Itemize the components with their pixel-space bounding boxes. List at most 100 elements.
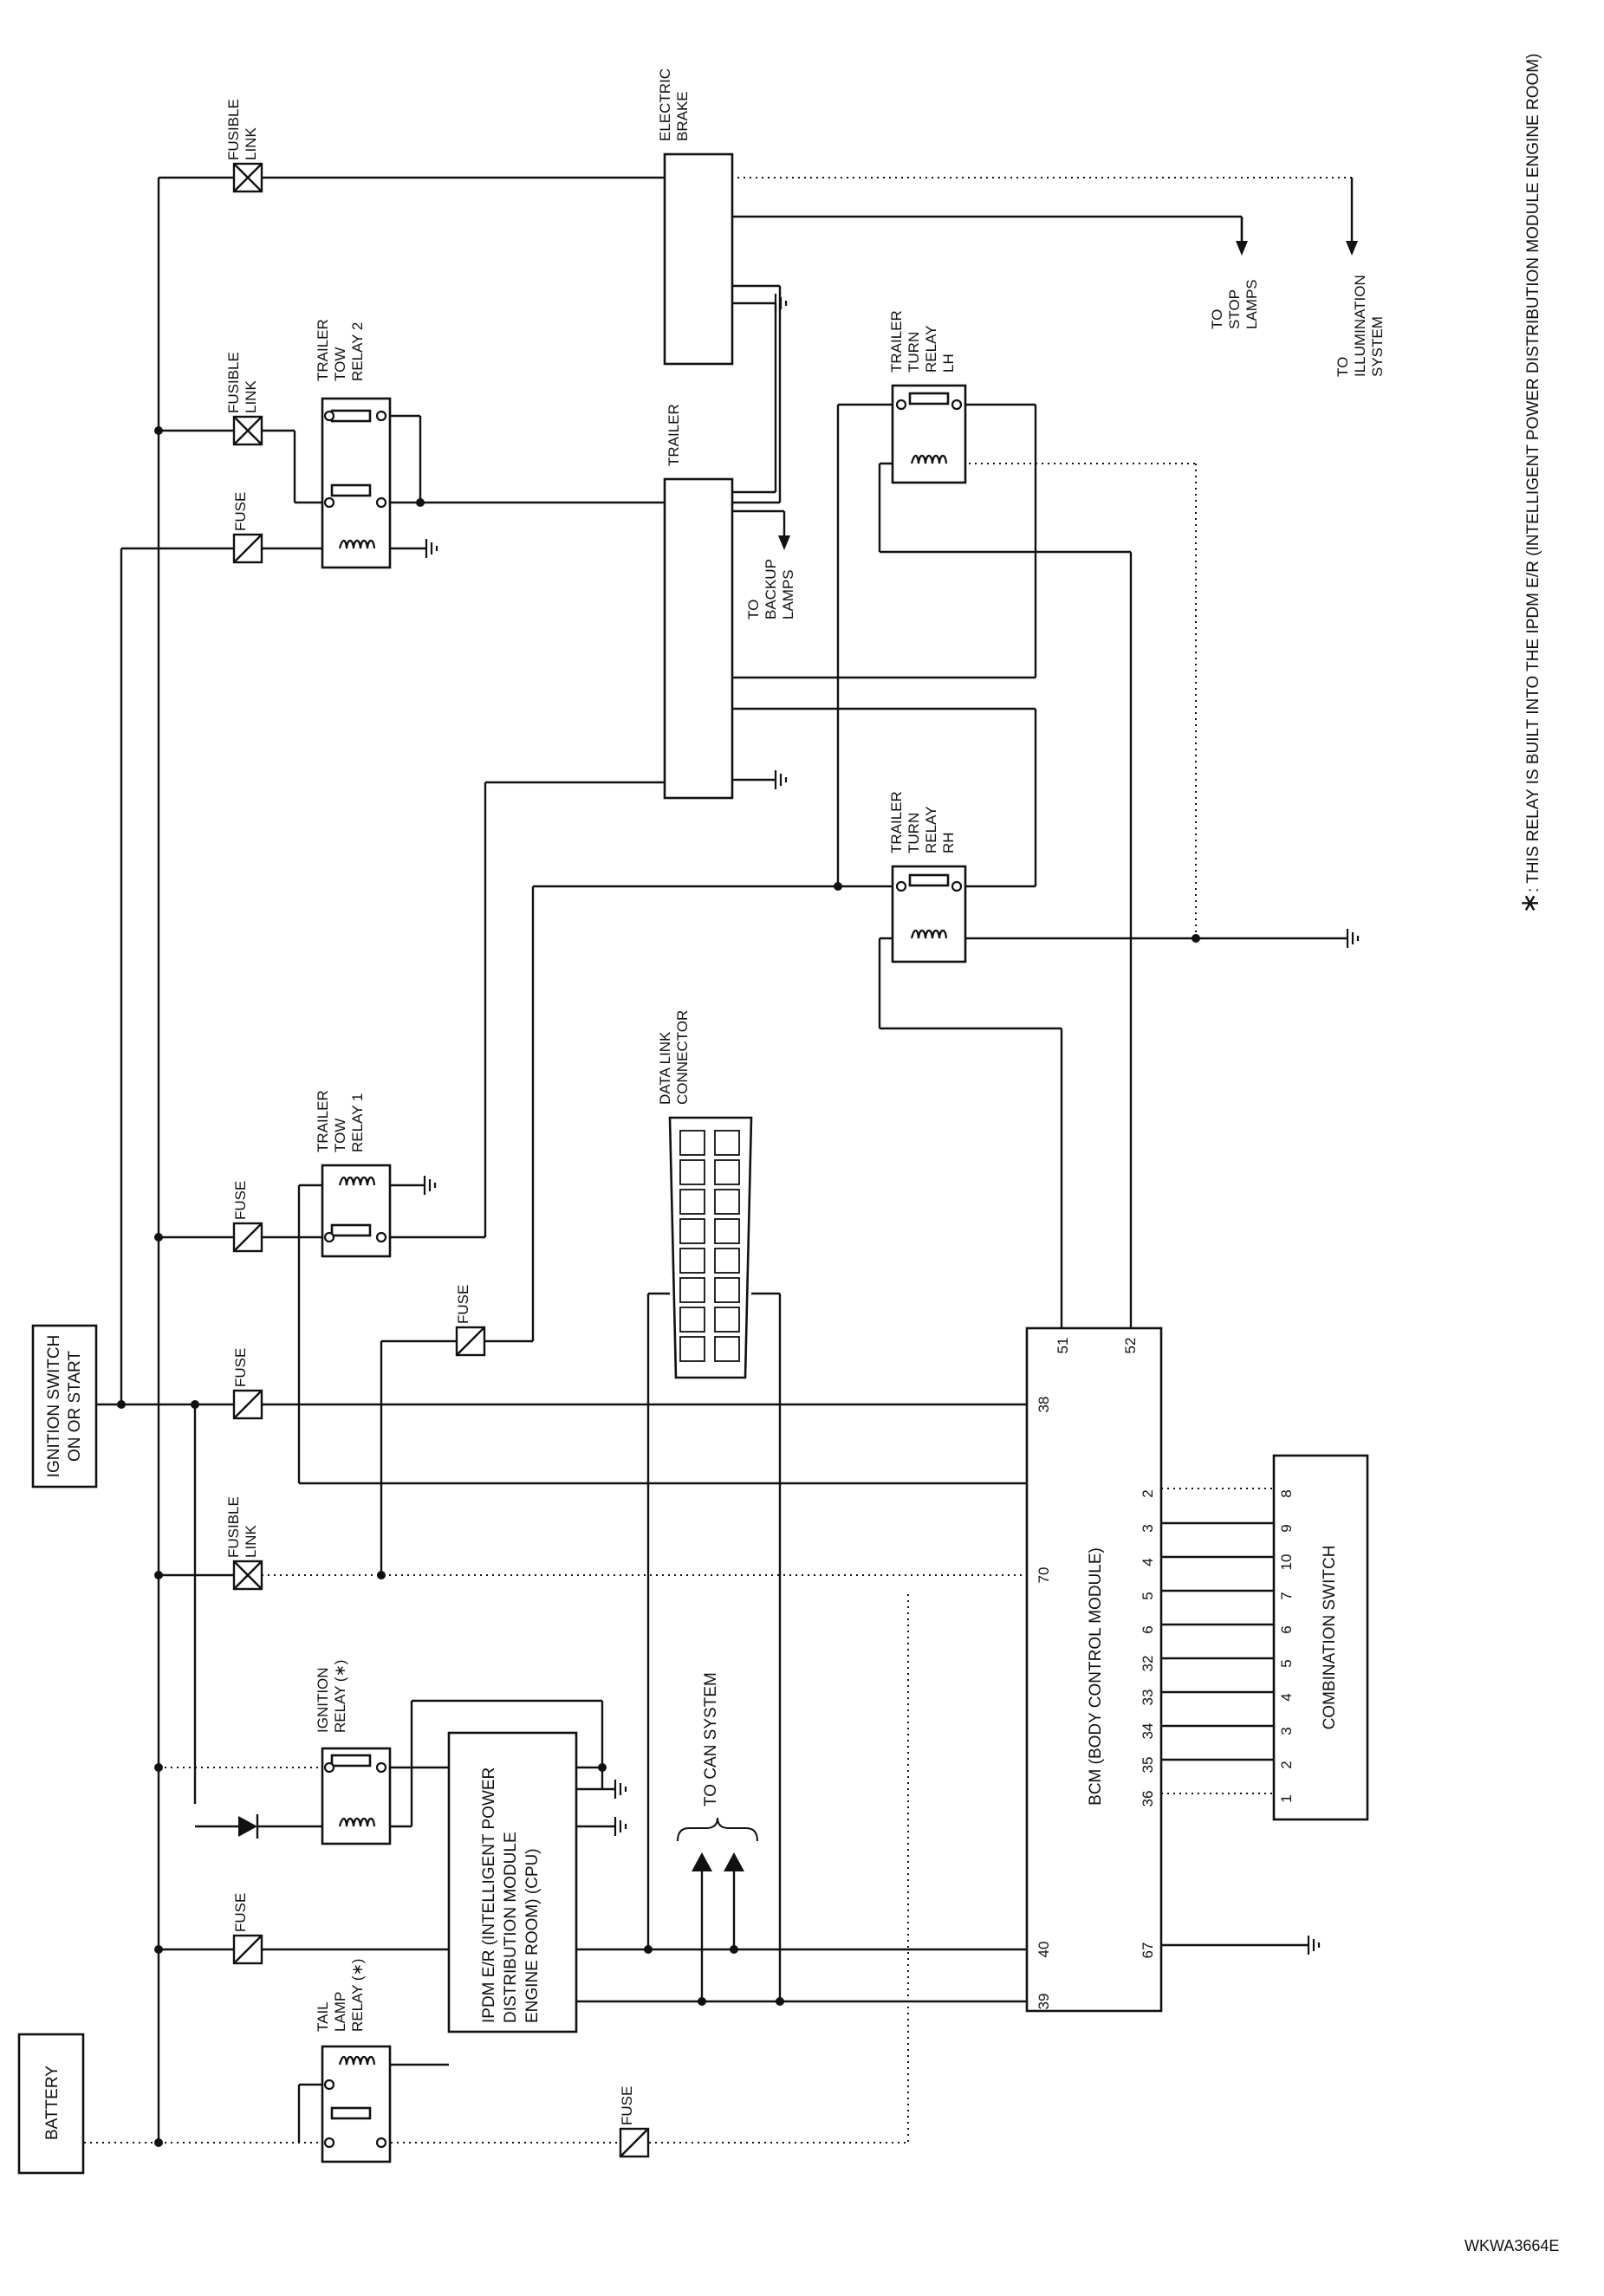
fusible-link-label: LINK bbox=[243, 380, 259, 413]
ignition-switch-label-1: IGNITION SWITCH bbox=[45, 1335, 63, 1478]
relay-label: TURN bbox=[906, 813, 922, 853]
footnote-text: : THIS RELAY IS BUILT INTO THE IPDM E/R … bbox=[1524, 54, 1542, 892]
relay-label: RELAY bbox=[923, 807, 939, 854]
bcm-terminal: 40 bbox=[1036, 1942, 1052, 1958]
fuse-label: FUSE bbox=[232, 1181, 249, 1220]
diagram-code: WKWA3664E bbox=[1464, 2237, 1559, 2254]
fusible-link-label: LINK bbox=[243, 127, 259, 160]
relay-trailer-turn-lh bbox=[891, 384, 967, 484]
relay-label: TAIL bbox=[315, 2001, 331, 2032]
fuse-icon bbox=[619, 2127, 650, 2158]
bcm-terminal: 67 bbox=[1140, 1943, 1156, 1959]
bcm-terminal: 36 bbox=[1140, 1791, 1156, 1807]
illumination-label: SYSTEM bbox=[1369, 316, 1386, 377]
backup-lamps-label: LAMPS bbox=[780, 569, 796, 619]
fuse-label: FUSE bbox=[619, 2086, 635, 2125]
fusible-link-icon bbox=[232, 1560, 263, 1591]
relay-label: LH bbox=[940, 353, 957, 373]
bcm-terminal: 32 bbox=[1140, 1656, 1156, 1672]
fusible-link-icon bbox=[232, 415, 263, 446]
stop-lamps-label: LAMPS bbox=[1244, 279, 1260, 329]
electric-brake-box bbox=[663, 152, 734, 366]
arrows bbox=[692, 217, 1358, 1871]
combination-switch-terminal: 5 bbox=[1278, 1659, 1295, 1667]
ground-icon bbox=[614, 1815, 627, 1838]
ground-icon bbox=[423, 1174, 437, 1197]
fuse-icon bbox=[232, 1222, 263, 1253]
relay-label: TRAILER bbox=[888, 791, 905, 853]
fusible-link-label: LINK bbox=[243, 1525, 259, 1558]
backup-lamps-label: BACKUP bbox=[763, 559, 779, 619]
fusible-link-icon bbox=[232, 162, 263, 193]
stop-lamps-label: STOP bbox=[1226, 289, 1243, 329]
bcm-terminal: 70 bbox=[1036, 1567, 1052, 1584]
footnote-star: ∗ bbox=[1516, 892, 1544, 914]
relay-label: IGNITION bbox=[315, 1667, 331, 1733]
data-link-connector-pin bbox=[714, 1277, 740, 1303]
data-link-connector-pin bbox=[714, 1336, 740, 1362]
fuse-label: FUSE bbox=[232, 492, 249, 531]
combination-switch-terminal: 8 bbox=[1278, 1489, 1295, 1497]
combination-switch-terminal: 2 bbox=[1278, 1761, 1295, 1768]
combination-switch-terminal: 10 bbox=[1278, 1554, 1295, 1571]
fuse-icon bbox=[232, 1389, 263, 1420]
ignition-switch-label-2: ON OR START bbox=[66, 1351, 84, 1462]
combination-switch-box bbox=[1272, 1454, 1369, 1821]
bcm-terminal: 3 bbox=[1140, 1524, 1156, 1532]
trailer-box bbox=[663, 477, 734, 800]
data-link-connector-pin bbox=[679, 1336, 705, 1362]
bcm-terminal: 34 bbox=[1140, 1723, 1156, 1740]
data-link-label: CONNECTOR bbox=[674, 1010, 691, 1105]
trailer-label: TRAILER bbox=[666, 404, 682, 466]
fusible-link-label: FUSIBLE bbox=[225, 99, 242, 160]
bcm-terminal: 6 bbox=[1140, 1625, 1156, 1633]
battery-box bbox=[17, 2033, 85, 2175]
combination-switch-terminal: 9 bbox=[1278, 1524, 1295, 1532]
bcm-label: BCM (BODY CONTROL MODULE) bbox=[1087, 1547, 1105, 1806]
fuses bbox=[232, 162, 650, 2158]
data-link-connector-pin bbox=[679, 1159, 705, 1185]
combination-switch-terminal: 4 bbox=[1278, 1693, 1295, 1701]
labels: BATTERY IGNITION SWITCH ON OR START FUSI… bbox=[43, 54, 1559, 2254]
bcm-terminal: 5 bbox=[1140, 1592, 1156, 1599]
relay-trailer-turn-rh bbox=[891, 865, 967, 963]
data-link-connector-pin bbox=[679, 1130, 705, 1156]
bcm-terminal: 2 bbox=[1140, 1489, 1156, 1497]
data-link-connector bbox=[668, 1116, 753, 1379]
ipdm-label: ENGINE ROOM) (CPU) bbox=[523, 1848, 542, 2023]
stop-lamps-label: TO bbox=[1209, 309, 1225, 329]
ipdm-box bbox=[447, 1731, 578, 2033]
fuse-label: FUSE bbox=[455, 1285, 471, 1324]
ground-icon bbox=[425, 537, 438, 560]
data-link-connector-pin bbox=[679, 1248, 705, 1274]
data-link-connector-pin bbox=[714, 1189, 740, 1215]
bcm-box bbox=[1025, 1326, 1163, 2013]
illumination-label: ILLUMINATION bbox=[1352, 275, 1368, 377]
fuse-icon bbox=[232, 533, 263, 564]
combination-switch-terminal: 7 bbox=[1278, 1592, 1295, 1599]
diode-icon bbox=[238, 1814, 259, 1839]
data-link-connector-pin bbox=[679, 1277, 705, 1303]
bcm-terminal: 38 bbox=[1036, 1397, 1052, 1413]
data-link-connector-pin bbox=[714, 1218, 740, 1244]
relay-label: RELAY (∗) bbox=[349, 1959, 366, 2032]
bcm-terminal: 52 bbox=[1122, 1338, 1139, 1354]
bcm-terminal: 35 bbox=[1140, 1757, 1156, 1774]
relay-label: TOW bbox=[332, 347, 348, 381]
grounds bbox=[423, 292, 1360, 1956]
ignition-switch-box bbox=[31, 1324, 98, 1489]
fuse-label: FUSE bbox=[232, 1893, 249, 1932]
data-link-connector-pin bbox=[679, 1218, 705, 1244]
ground-icon bbox=[774, 769, 788, 791]
data-link-connector-pin bbox=[714, 1130, 740, 1156]
bcm-terminal: 39 bbox=[1036, 1994, 1052, 2010]
data-link-connector-pin bbox=[714, 1159, 740, 1185]
ipdm-label: IPDM E/R (INTELLIGENT POWER bbox=[480, 1767, 498, 2023]
fuse-label: FUSE bbox=[232, 1348, 249, 1387]
relay-trailer-tow-2 bbox=[321, 397, 392, 569]
bcm-terminal: 4 bbox=[1140, 1558, 1156, 1566]
backup-lamps-label: TO bbox=[745, 600, 762, 619]
relay-label: RELAY 1 bbox=[349, 1093, 366, 1152]
bcm-terminal: 33 bbox=[1140, 1690, 1156, 1706]
combination-switch-terminal: 6 bbox=[1278, 1625, 1295, 1633]
